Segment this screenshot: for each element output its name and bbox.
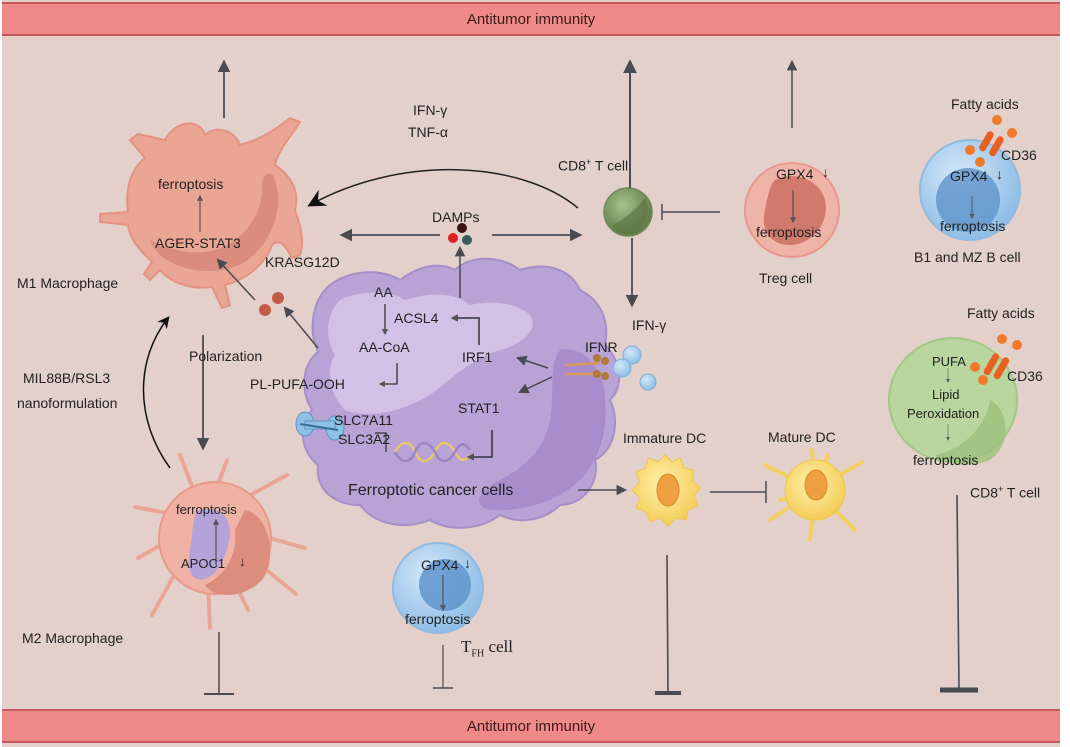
ifnr-receptor [564,354,609,380]
cd8-t-cell-center [603,187,653,237]
lipid-label: Lipid [932,387,960,402]
krasg12d-molecules [259,292,284,316]
tfh-gpx4-label: GPX4 [421,557,459,573]
slc7a11-transporter [295,411,345,441]
acsl4-label: ACSL4 [394,310,439,326]
antitumor-immunity-band-top: Antitumor immunity [2,2,1060,36]
tfh-cell [392,542,484,634]
arrow-nanoformulation [142,316,171,469]
ifn-gamma-label: IFN-γ [413,102,448,118]
b1-mz-b-cell [919,139,1021,241]
aa-coa-label: AA-CoA [359,339,410,355]
apoc1-down-icon: ↓ [239,554,246,569]
ager-stat3-label: AGER-STAT3 [155,235,241,251]
slc3a2-label: SLC3A2 [338,431,391,447]
treg-cell [744,162,840,258]
b-cell-label: B1 and MZ B cell [914,249,1021,265]
mature-dc-label: Mature DC [768,429,836,445]
cd8-center-rest: T cell [591,157,629,174]
cd36-fatty-acids-b-cell [965,115,1017,167]
b-cell-fatty-acids-label: Fatty acids [951,96,1019,112]
arrow-ifnr-to-irf1 [516,355,549,369]
treg-cell-label: Treg cell [759,270,813,286]
krasg12d-label: KRASG12D [265,254,340,270]
arrows [142,59,978,695]
b-cell-cd36-label: CD36 [1001,147,1037,163]
treg-gpx4-down-icon: ↓ [822,164,829,180]
m1-ferroptosis-label: ferroptosis [158,176,224,192]
dna-helix-icon [393,441,472,463]
b-cell-ferroptosis-label: ferroptosis [940,218,1006,234]
mature-dendritic-cell [763,448,864,542]
tfh-cell-label: TFH cell [461,638,513,659]
damps-label: DAMPs [432,209,480,225]
tfh-gpx4-down-icon: ↓ [464,555,471,571]
tfh-ferroptosis-label: ferroptosis [405,611,471,627]
arrow-aacoa-to-plpufa [378,363,398,388]
arrow-ifnr-to-stat1 [518,376,553,394]
ifn-gamma-molecules [612,345,657,391]
m2-ferroptosis-label: ferroptosis [176,502,237,517]
immature-dc-label: Immature DC [623,430,707,446]
cd8-center-label: CD8+ T cell [558,158,628,173]
cd8-right-cd36-label: CD36 [1007,368,1043,384]
arrow-kras-to-ager [216,258,256,301]
b-cell-gpx4-label: GPX4 [950,168,988,184]
cd8-right-fatty-acids-label: Fatty acids [967,305,1035,321]
polarization-label: Polarization [189,348,263,364]
tfh-sub: FH [471,648,485,660]
pufa-label: PUFA [932,354,966,369]
arrow-ifn-tnf-to-m1 [307,169,579,209]
inhibit-cd8-right-immunity [956,494,960,691]
m1-macrophage-label: M1 Macrophage [17,275,119,291]
nanoformulation-label-line1: MIL88B/RSL3 [23,370,111,386]
treg-gpx4-label: GPX4 [776,166,814,182]
cd8-center-sup: + [586,157,592,167]
treg-ferroptosis-label: ferroptosis [756,224,822,240]
cd8-right-sup: + [998,484,1004,494]
tnf-alpha-label: TNF-α [408,124,448,140]
ifnr-label: IFNR [585,339,618,355]
arrow-irf1-to-acsl4 [450,314,480,345]
cd8-right-rest: T cell [1003,484,1041,501]
cancer-cell-label: Ferroptotic cancer cells [348,482,514,499]
irf1-label: IRF1 [462,349,493,365]
nanoformulation-label-line2: nanoformulation [17,395,118,411]
cd8-right-label: CD8+ T cell [970,485,1040,500]
pl-pufa-ooh-label: PL-PUFA-OOH [250,376,345,392]
m1-macrophage-cell [99,116,304,310]
ifn-gamma-receptor-label: IFN-γ [632,317,667,333]
cd8-right-main: CD8 [970,484,999,501]
arrow-stat1-to-dna [466,430,493,461]
stat1-label: STAT1 [458,400,500,416]
tfh-main: T [461,637,472,656]
damps-molecules [448,223,472,245]
arrow-cancer-to-kras [283,306,319,349]
b-cell-gpx4-down-icon: ↓ [996,166,1003,182]
m2-macrophage-cell [133,453,307,630]
cd8-center-main: CD8 [558,157,587,174]
immature-dendritic-cell [631,454,701,527]
band-bottom-label: Antitumor immunity [466,717,596,735]
slc-to-dna-line [375,432,387,452]
inhibit-immature-dc-immunity [666,554,669,694]
antitumor-immunity-band-bottom: Antitumor immunity [2,709,1060,743]
cd8-right-ferroptosis-label: ferroptosis [913,452,979,468]
cd36-fatty-acids-cd8-cell [970,334,1022,385]
aa-label: AA [374,284,393,300]
apoc1-label: APOC1 [181,556,226,571]
band-top-label: Antitumor immunity [466,10,596,28]
m2-macrophage-label: M2 Macrophage [22,630,124,646]
tfh-rest: cell [484,637,513,656]
peroxidation-label: Peroxidation [907,406,980,421]
slc7a11-label: SLC7A11 [334,412,393,428]
